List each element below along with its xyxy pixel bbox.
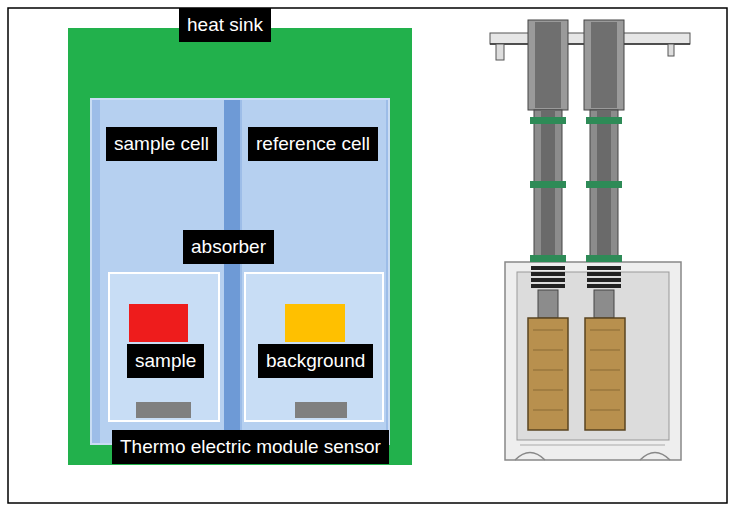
absorber-strip: [222, 100, 240, 443]
absorber-box: sample sample cell background reference cel…: [90, 98, 390, 445]
label-tag: sample: [127, 344, 204, 378]
heat-sink-region: sample sample cell background reference cel…: [68, 8, 412, 465]
label-tag: Thermo electric module sensor: [112, 430, 389, 464]
sample-block: [129, 304, 188, 342]
sensor-bar: [136, 402, 191, 418]
label-tag: sample cell: [106, 127, 217, 161]
label-tag: heat sink: [179, 8, 271, 42]
sensor-bar: [295, 402, 347, 418]
label-tag: absorber: [183, 230, 274, 264]
instrument-drawing: [490, 20, 690, 460]
label-tag: reference cell: [248, 127, 378, 161]
sample-holder: sample: [108, 272, 220, 422]
background-block: [285, 304, 345, 342]
background-holder: background: [244, 272, 384, 422]
cell-column: background reference cell: [242, 100, 386, 443]
frame: [8, 8, 727, 503]
label-tag: background: [258, 344, 373, 378]
cell-column: sample sample cell: [100, 100, 224, 443]
